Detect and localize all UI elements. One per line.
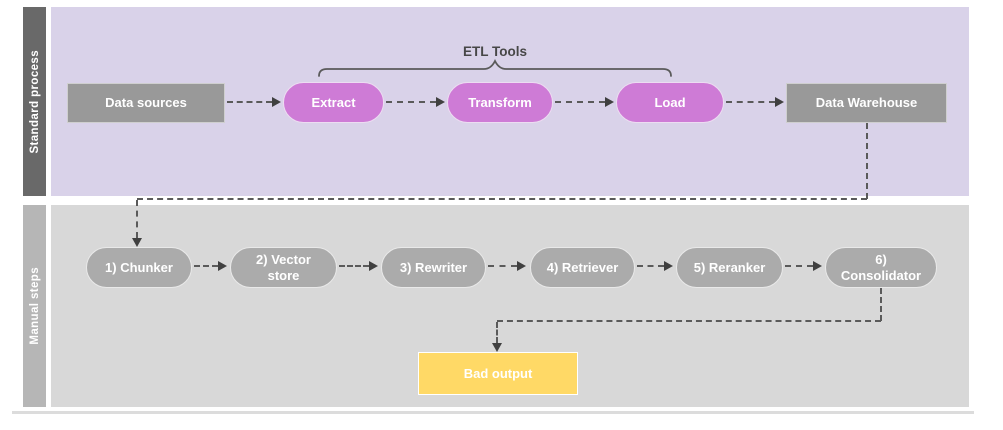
node-transform: Transform <box>447 82 553 123</box>
etl-tools-brace <box>318 58 672 77</box>
connector-warehouse-chunker-head <box>132 238 142 247</box>
etl-tools-group-label: ETL Tools <box>463 44 527 59</box>
lane-manual-steps-sidebar: Manual steps <box>23 205 46 407</box>
lane-standard-process-label: Standard process <box>28 49 41 154</box>
lane-standard-process-sidebar: Standard process <box>23 7 46 196</box>
connector-consolidator-badoutput-head <box>492 343 502 352</box>
node-load: Load <box>616 82 724 123</box>
node-data-warehouse-label: Data Warehouse <box>815 95 918 110</box>
node-rewriter: 3) Rewriter <box>381 247 486 288</box>
connector-consolidator-badoutput-seg-down2 <box>496 322 498 343</box>
node-bad-output-label: Bad output <box>463 365 533 381</box>
lane-manual-steps-label: Manual steps <box>28 267 41 345</box>
arrow-retriever-reranker-line <box>637 265 664 267</box>
node-transform-label: Transform <box>468 94 532 110</box>
connector-warehouse-chunker-seg-down <box>866 123 868 199</box>
bottom-divider <box>12 411 974 414</box>
node-retriever: 4) Retriever <box>530 247 635 288</box>
node-chunker: 1) Chunker <box>86 247 192 288</box>
node-consolidator-label: 6) Consolidator <box>840 251 922 283</box>
node-bad-output: Bad output <box>418 352 578 395</box>
arrow-extract-transform-head <box>436 97 445 107</box>
connector-warehouse-chunker-seg-down2 <box>136 200 138 238</box>
arrow-reranker-consolidator-head <box>813 261 822 271</box>
node-vector-store-label: 2) Vector store <box>256 251 311 283</box>
node-extract-label: Extract <box>311 94 356 110</box>
node-reranker: 5) Reranker <box>676 247 783 288</box>
arrow-chunker-vectorstore-line <box>194 265 218 267</box>
arrow-retriever-reranker-head <box>664 261 673 271</box>
connector-warehouse-chunker-seg-left <box>137 198 867 200</box>
connector-consolidator-badoutput-seg-left <box>497 320 881 322</box>
node-reranker-label: 5) Reranker <box>693 259 766 275</box>
node-data-warehouse: Data Warehouse <box>786 83 947 123</box>
arrow-datasources-extract-line <box>227 101 272 103</box>
arrow-load-warehouse-head <box>775 97 784 107</box>
node-consolidator: 6) Consolidator <box>825 247 937 288</box>
node-extract: Extract <box>283 82 384 123</box>
arrow-rewriter-retriever-line <box>488 265 517 267</box>
arrow-datasources-extract-head <box>272 97 281 107</box>
node-chunker-label: 1) Chunker <box>105 259 173 275</box>
arrow-rewriter-retriever-head <box>517 261 526 271</box>
arrow-vectorstore-rewriter-line <box>339 265 369 267</box>
arrow-transform-load-head <box>605 97 614 107</box>
arrow-load-warehouse-line <box>726 101 775 103</box>
arrow-chunker-vectorstore-head <box>218 261 227 271</box>
node-retriever-label: 4) Retriever <box>546 259 619 275</box>
connector-consolidator-badoutput-seg-down <box>880 288 882 321</box>
node-rewriter-label: 3) Rewriter <box>399 259 468 275</box>
node-load-label: Load <box>654 94 686 110</box>
node-vector-store: 2) Vector store <box>230 247 337 288</box>
arrow-extract-transform-line <box>386 101 436 103</box>
arrow-reranker-consolidator-line <box>785 265 813 267</box>
arrow-transform-load-line <box>555 101 605 103</box>
arrow-vectorstore-rewriter-head <box>369 261 378 271</box>
node-data-sources-label: Data sources <box>105 95 187 110</box>
node-data-sources: Data sources <box>67 83 225 123</box>
